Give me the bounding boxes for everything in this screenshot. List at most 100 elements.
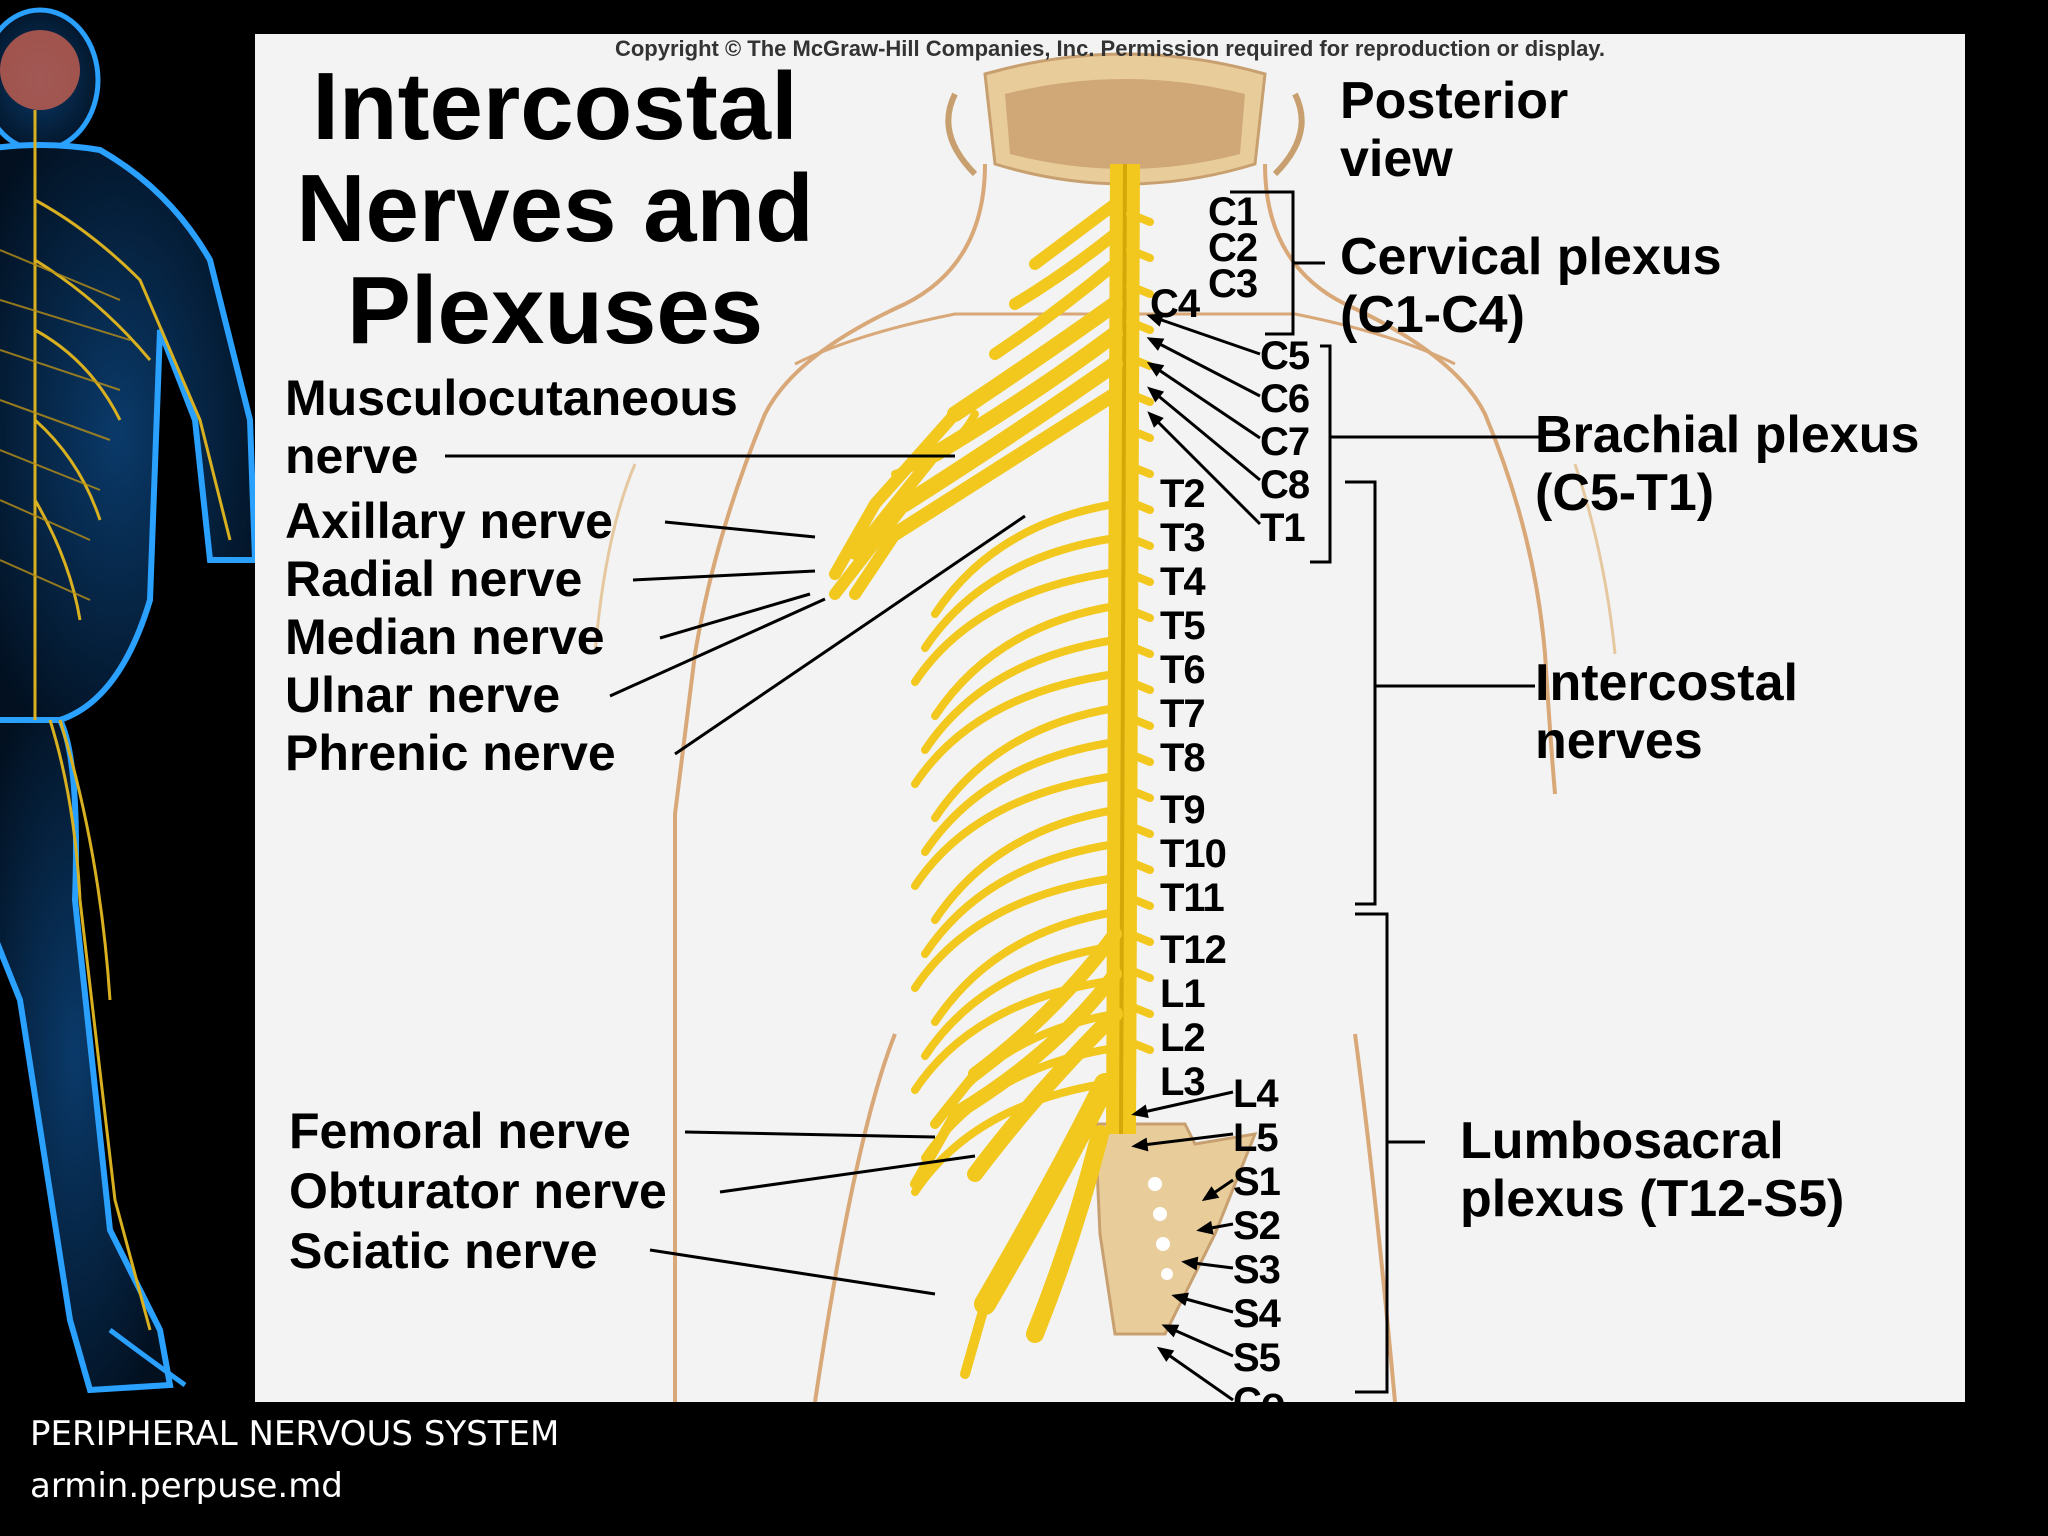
segment-t5: T5 [1160,604,1206,648]
nerve-root-stub [1126,246,1154,262]
label-musculocutaneous-line-2: nerve [285,428,419,484]
leader-arrow [1134,1132,1234,1148]
intercostal-nerve [921,840,1119,958]
label-posterior-view: Posterior view [1340,72,1568,188]
nerve-root-stub [1126,498,1154,514]
leader-arrow [1149,387,1261,482]
intercostal-nerve [911,772,1119,890]
nerve-root-stub [1126,966,1154,982]
segment-c7: C7 [1260,420,1310,464]
nerve-root-stub [1126,570,1154,586]
label-obturator-nerve: Obturator nerve [289,1163,667,1219]
nerve-root-stub [1126,462,1154,478]
nerve-root-stub [1126,858,1154,874]
title-line-1: Intercostal [312,53,798,160]
segment-co: Co [1233,1380,1285,1402]
nerve-root-stub [1126,822,1154,838]
title-line-2: Nerves and [296,155,814,262]
label-sciatic-nerve: Sciatic nerve [289,1223,598,1279]
segment-l2: L2 [1160,1016,1206,1060]
label-musculocutaneous-nerve: Musculocutaneous nerve [285,369,738,485]
intercostal-nerve-branches [911,500,1119,1196]
arrow-head [1146,361,1165,377]
segment-t7: T7 [1160,692,1206,736]
arrow-head [1147,386,1165,403]
nerve-root-stub [1126,750,1154,766]
segment-l4: L4 [1233,1072,1279,1116]
leader-arrow [1149,337,1261,398]
arrow-head [1131,1137,1149,1152]
intercostal-nerve [911,1078,1119,1196]
intercostal-nerve [911,568,1119,686]
arrow-head [1181,1256,1199,1271]
segment-c8: C8 [1260,463,1310,507]
nerve-root-stub [1126,642,1154,658]
label-cervical-plexus-line-2: (C1-C4) [1340,286,1525,344]
arrow-head [1147,411,1164,428]
label-brachial-plexus-line-1: Brachial plexus [1535,406,1920,464]
intercostal-nerve [921,636,1119,754]
intercostal-nerve [931,704,1119,822]
segment-t3: T3 [1160,516,1206,560]
intercostal-nerve [921,942,1119,1060]
nerve-root-stub [1126,390,1154,406]
intercostal-nerve [911,874,1119,992]
segment-c2: C2 [1208,226,1258,270]
segment-s3: S3 [1233,1248,1281,1292]
segment-t10: T10 [1160,832,1227,876]
label-ulnar-nerve: Ulnar nerve [285,667,561,723]
leader-arrow [1149,362,1261,440]
nerve-root-stub [1126,426,1154,442]
label-musculocutaneous-line-1: Musculocutaneous [285,370,738,426]
footer-author: armin.perpuse.md [30,1466,343,1506]
arrow-head [1131,1104,1149,1119]
label-posterior-view-line-1: Posterior [1340,72,1569,130]
label-intercostal-nerves: Intercostal nerves [1535,654,1798,770]
segment-t1: T1 [1260,506,1306,550]
label-cervical-plexus-line-1: Cervical plexus [1340,228,1722,286]
intercostal-nerve [931,602,1119,720]
label-posterior-view-line-2: view [1340,130,1453,188]
label-axillary-nerve: Axillary nerve [285,493,613,549]
intercostal-nerve [931,806,1119,924]
segment-l1: L1 [1160,972,1206,1016]
leader-arrow [1148,412,1262,526]
segment-s1: S1 [1233,1160,1281,1204]
nerve-root-stub [1126,678,1154,694]
segment-t4: T4 [1160,560,1206,604]
nerve-root-stub [1126,354,1154,370]
label-femoral-nerve: Femoral nerve [289,1103,631,1159]
label-lumbosacral-plexus-line-2: plexus (T12-S5) [1460,1170,1845,1228]
label-intercostal-nerves-line-1: Intercostal [1535,654,1798,712]
nerve-root-stub [1126,534,1154,550]
segment-t6: T6 [1160,648,1206,692]
label-phrenic-nerve: Phrenic nerve [285,725,616,781]
label-lumbosacral-plexus-line-1: Lumbosacral [1460,1112,1784,1170]
segment-c1: C1 [1208,190,1258,234]
arrow-head [1146,337,1165,351]
label-lumbosacral-plexus: Lumbosacral plexus (T12-S5) [1460,1112,1844,1228]
spinal-nerves-illustration [445,52,1617,1402]
arrow-head [1161,1324,1180,1338]
nerve-root-stub [1126,714,1154,730]
arrow-head [1156,1346,1175,1362]
label-median-nerve: Median nerve [285,609,605,665]
nerve-root-stub [1126,1038,1154,1054]
segment-t11: T11 [1160,876,1225,920]
segment-t8: T8 [1160,736,1206,780]
arrow-head [1146,313,1165,327]
page-title: Intercostal Nerves and Plexuses [275,56,835,362]
label-brachial-plexus: Brachial plexus (C5-T1) [1535,406,1919,522]
segment-l3: L3 [1160,1060,1206,1104]
intercostal-nerve [931,500,1119,618]
label-radial-nerve: Radial nerve [285,551,583,607]
intercostal-nerve [931,908,1119,1026]
segment-c5: C5 [1260,334,1310,378]
title-line-3: Plexuses [346,257,764,364]
label-cervical-plexus: Cervical plexus (C1-C4) [1340,228,1722,344]
nerve-root-stub [1126,210,1154,226]
nerve-root-stub [1126,1002,1154,1018]
label-brachial-plexus-line-2: (C5-T1) [1535,464,1715,522]
nerve-root-stub [1126,930,1154,946]
label-intercostal-nerves-line-2: nerves [1535,712,1703,770]
